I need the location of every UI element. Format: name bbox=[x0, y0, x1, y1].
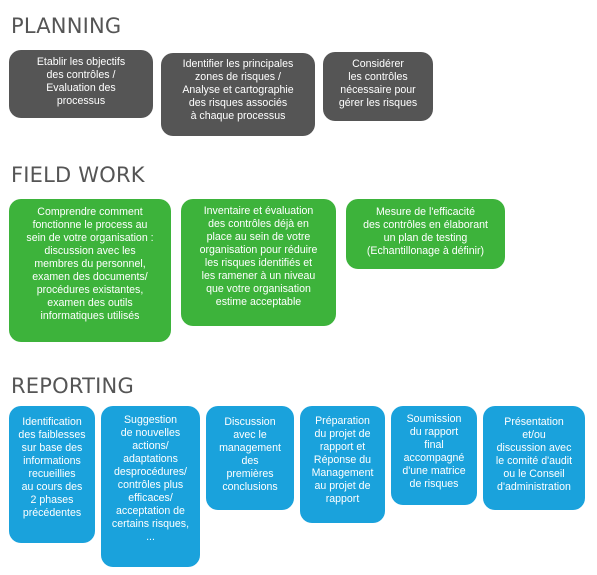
planning-title: PLANNING bbox=[11, 14, 122, 38]
planning-step-objectives-label: Etablir les objectifs des contrôles / Ev… bbox=[36, 56, 126, 107]
reporting-step-preparation: Préparation du projet de rapport et Répo… bbox=[300, 406, 385, 523]
reporting-step-suggestion-label: Suggestion de nouvelles actions/ adaptat… bbox=[111, 414, 190, 543]
reporting-step-preparation-label: Préparation du projet de rapport et Répo… bbox=[311, 415, 374, 505]
reporting-title: REPORTING bbox=[11, 374, 134, 398]
planning-step-objectives: Etablir les objectifs des contrôles / Ev… bbox=[9, 50, 153, 118]
reporting-step-identification-label: Identification des faiblesses sur base d… bbox=[18, 416, 86, 519]
reporting-step-discussion-label: Discussion avec le management des premiè… bbox=[219, 416, 281, 493]
reporting-step-suggestion: Suggestion de nouvelles actions/ adaptat… bbox=[101, 406, 200, 567]
planning-step-controls: Considérer les contrôles nécessaire pour… bbox=[323, 52, 433, 121]
reporting-step-presentation: Présentation et/ou discussion avec le co… bbox=[483, 406, 585, 510]
fieldwork-step-understand-label: Comprendre comment fonctionne le process… bbox=[26, 206, 154, 322]
reporting-step-submission: Soumission du rapport final accompagné d… bbox=[391, 406, 477, 505]
reporting-step-submission-label: Soumission du rapport final accompagné d… bbox=[402, 413, 466, 490]
planning-step-controls-label: Considérer les contrôles nécessaire pour… bbox=[338, 58, 418, 109]
fieldwork-step-inventory: Inventaire et évaluation des contrôles d… bbox=[181, 199, 336, 326]
reporting-step-identification: Identification des faiblesses sur base d… bbox=[9, 406, 95, 543]
fieldwork-title: FIELD WORK bbox=[11, 163, 145, 187]
fieldwork-step-understand: Comprendre comment fonctionne le process… bbox=[9, 199, 171, 342]
planning-step-risk-zones-label: Identifier les principales zones de risq… bbox=[182, 58, 294, 122]
reporting-step-discussion: Discussion avec le management des premiè… bbox=[206, 406, 294, 510]
reporting-step-presentation-label: Présentation et/ou discussion avec le co… bbox=[495, 416, 573, 493]
planning-step-risk-zones: Identifier les principales zones de risq… bbox=[161, 53, 315, 136]
fieldwork-step-measure: Mesure de l'efficacité des contrôles en … bbox=[346, 199, 505, 269]
fieldwork-step-measure-label: Mesure de l'efficacité des contrôles en … bbox=[363, 206, 488, 257]
fieldwork-step-inventory-label: Inventaire et évaluation des contrôles d… bbox=[199, 205, 318, 308]
